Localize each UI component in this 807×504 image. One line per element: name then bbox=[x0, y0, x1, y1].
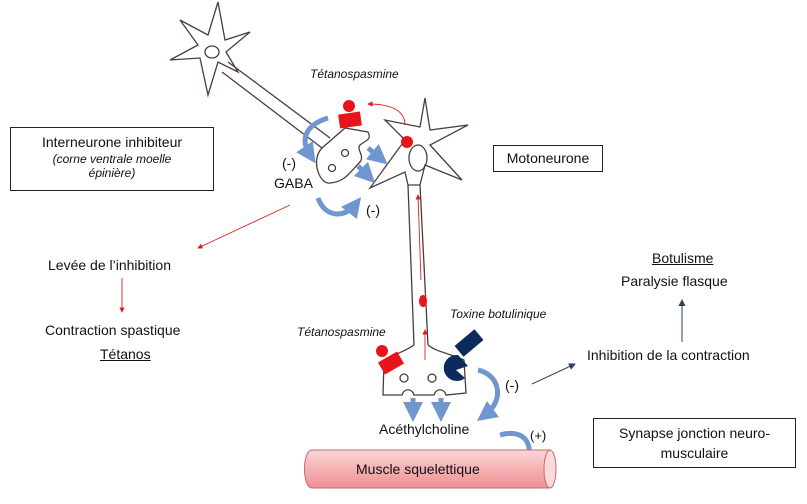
minus-label-3: (-) bbox=[505, 377, 519, 393]
red-arrow-axon bbox=[415, 194, 422, 281]
motoneuron-axon bbox=[407, 184, 429, 346]
gaba-label: GABA bbox=[274, 175, 313, 191]
paralysie-flasque-label: Paralysie flasque bbox=[621, 273, 728, 289]
interneurone-subtitle: (corne ventrale moelle épinière) bbox=[52, 152, 172, 180]
interneurone-box: Interneurone inhibiteur (corne ventrale … bbox=[10, 127, 214, 191]
acethylcholine-label: Acéthylcholine bbox=[379, 421, 470, 437]
botulinum-toxin bbox=[443, 329, 484, 381]
red-arrow-levee bbox=[197, 204, 291, 249]
inhibit-arrow bbox=[477, 367, 501, 422]
motoneurone-box: Motoneurone bbox=[493, 145, 603, 172]
levee-inhibition-label: Levée de l’inhibition bbox=[48, 257, 171, 273]
tetanos-label: Tétanos bbox=[100, 346, 151, 362]
minus-label-2: (-) bbox=[366, 202, 380, 218]
muscle-cylinder bbox=[304, 449, 557, 489]
gaba-arrow-2 bbox=[365, 143, 388, 165]
motoneuron-soma bbox=[368, 97, 469, 190]
gaba-arrow-3 bbox=[353, 161, 376, 184]
contraction-spastique-label: Contraction spastique bbox=[45, 322, 181, 338]
gaba-arrow-4 bbox=[315, 196, 362, 220]
interneuron-soma bbox=[169, 1, 251, 98]
interneurone-title: Interneurone inhibiteur bbox=[41, 134, 183, 150]
muscle-label: Muscle squelettique bbox=[356, 461, 480, 477]
inhibition-contraction-label: Inhibition de la contraction bbox=[587, 347, 750, 363]
red-arrow-retro-top bbox=[367, 101, 406, 126]
toxine-botulinique-label: Toxine botulinique bbox=[450, 307, 547, 321]
botulisme-label: Botulisme bbox=[652, 250, 714, 266]
minus-label-1: (-) bbox=[282, 155, 296, 171]
tetanospasmine-label-bottom: Tétanospasmine bbox=[297, 325, 386, 339]
tetanospasmine-label-top: Tétanospasmine bbox=[310, 67, 399, 81]
plus-label: (+) bbox=[530, 428, 547, 443]
tetanospasmine-toxin-top bbox=[338, 100, 427, 375]
gaba-arrow-1 bbox=[296, 115, 329, 164]
arrow-inhibition bbox=[531, 363, 576, 385]
synapse-box: Synapse jonction neuro-musculaire bbox=[593, 418, 796, 468]
